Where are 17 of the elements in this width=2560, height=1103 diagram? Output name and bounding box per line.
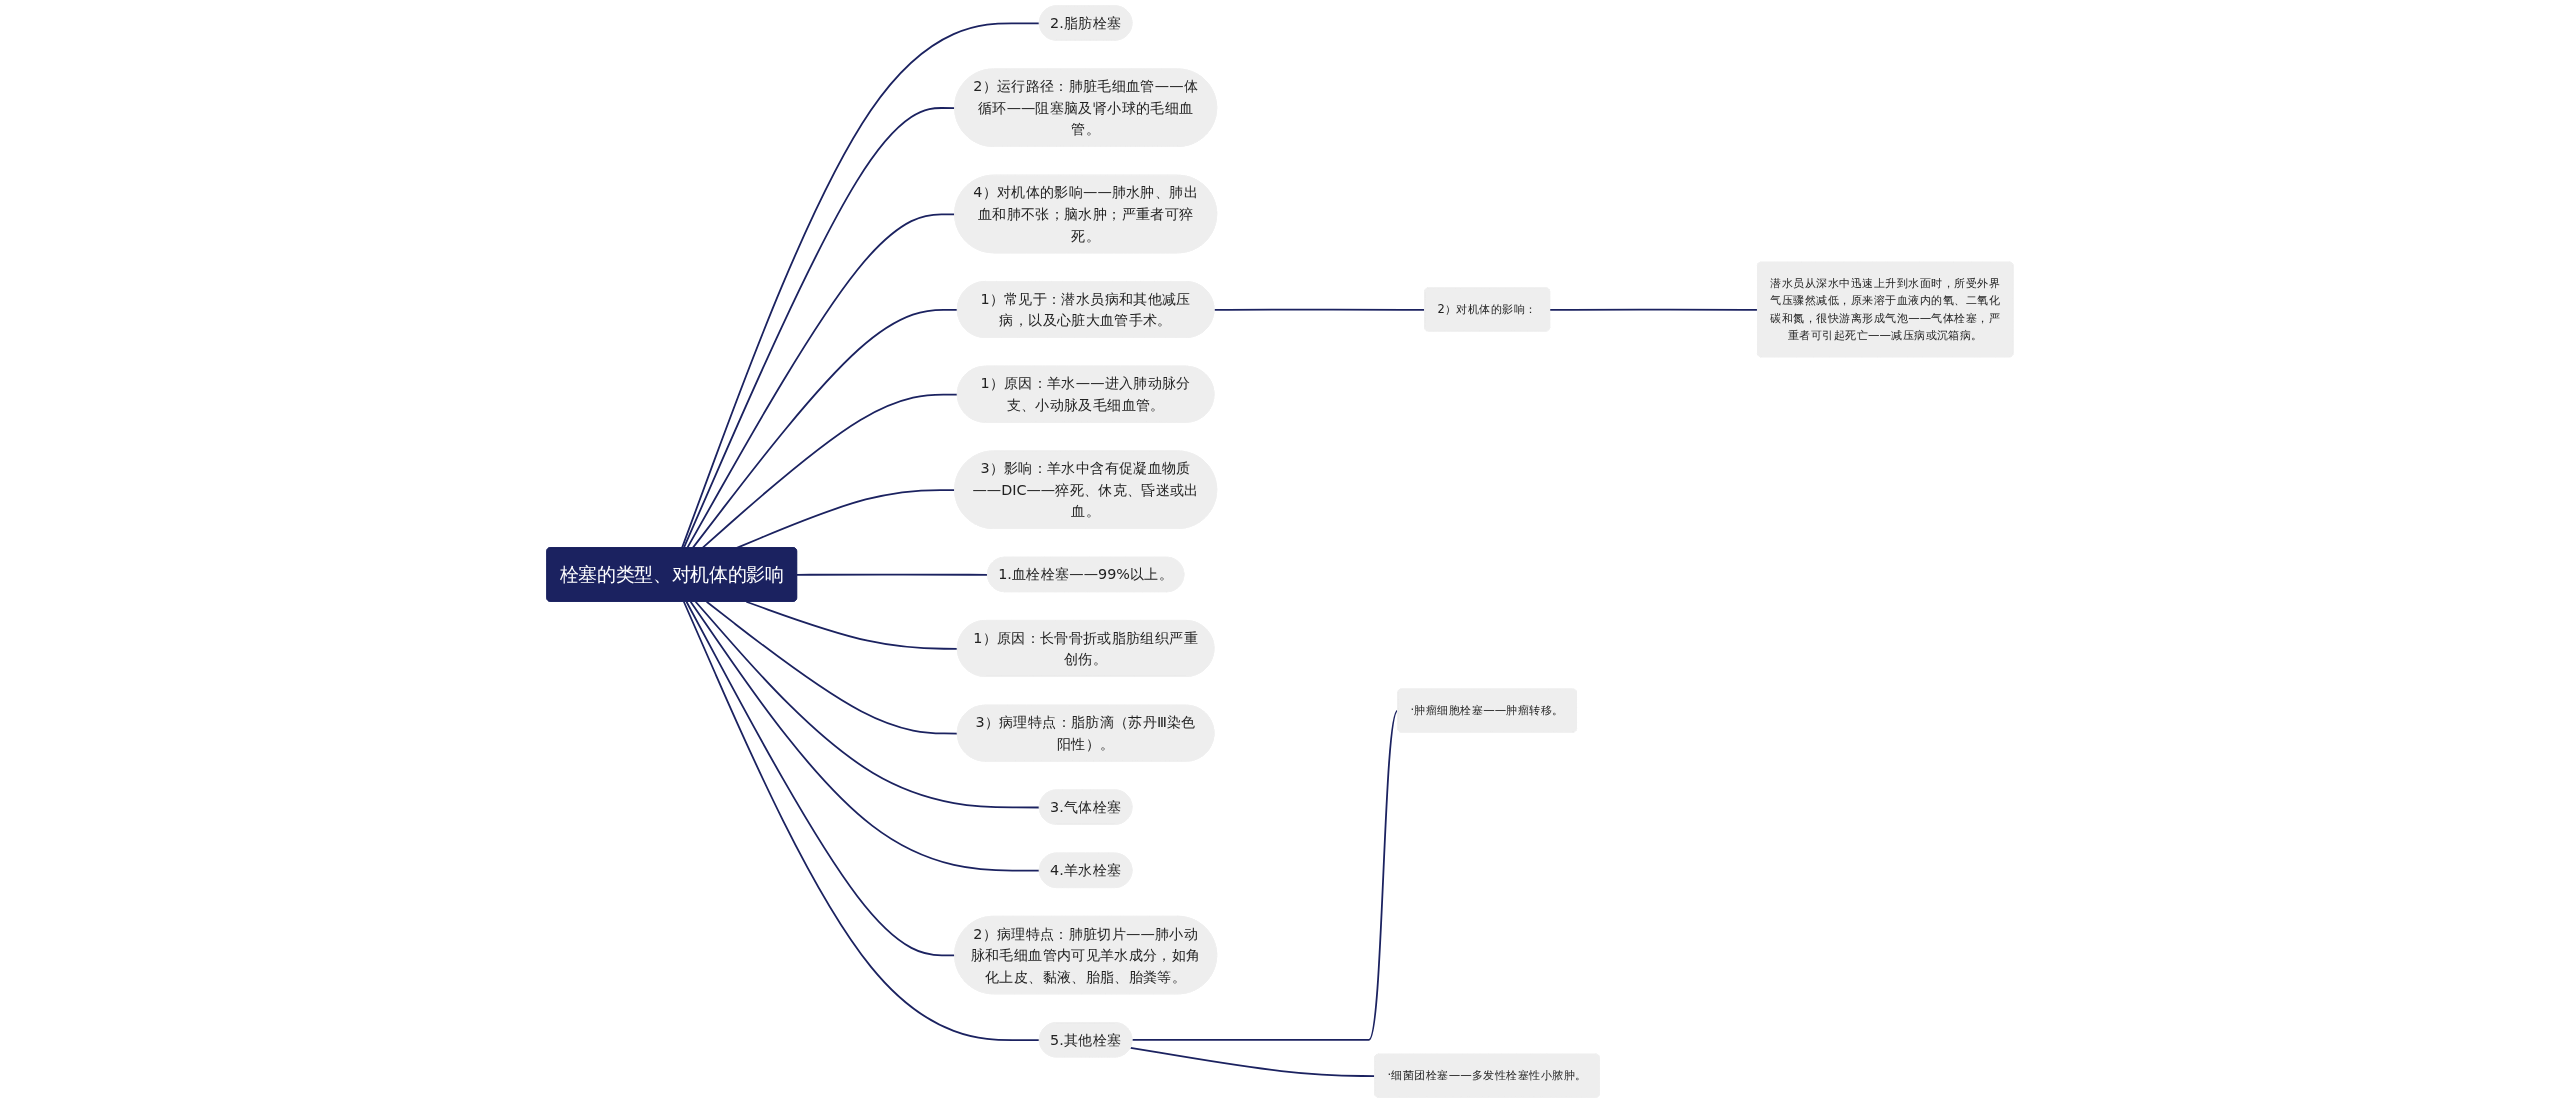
connector xyxy=(1129,1046,1376,1077)
connector xyxy=(681,22,1041,549)
connector xyxy=(689,600,1041,872)
connector xyxy=(796,573,989,576)
connector xyxy=(745,600,959,650)
connector xyxy=(701,393,959,549)
connector xyxy=(705,600,959,735)
connector xyxy=(691,308,959,549)
connector xyxy=(686,213,956,549)
connector xyxy=(1549,308,1759,311)
connector xyxy=(685,600,956,957)
connector xyxy=(683,107,956,549)
connector xyxy=(694,600,1041,809)
connector xyxy=(683,600,1041,1042)
connector xyxy=(736,489,956,549)
connector xyxy=(1213,308,1426,311)
connector xyxy=(1131,709,1399,1041)
